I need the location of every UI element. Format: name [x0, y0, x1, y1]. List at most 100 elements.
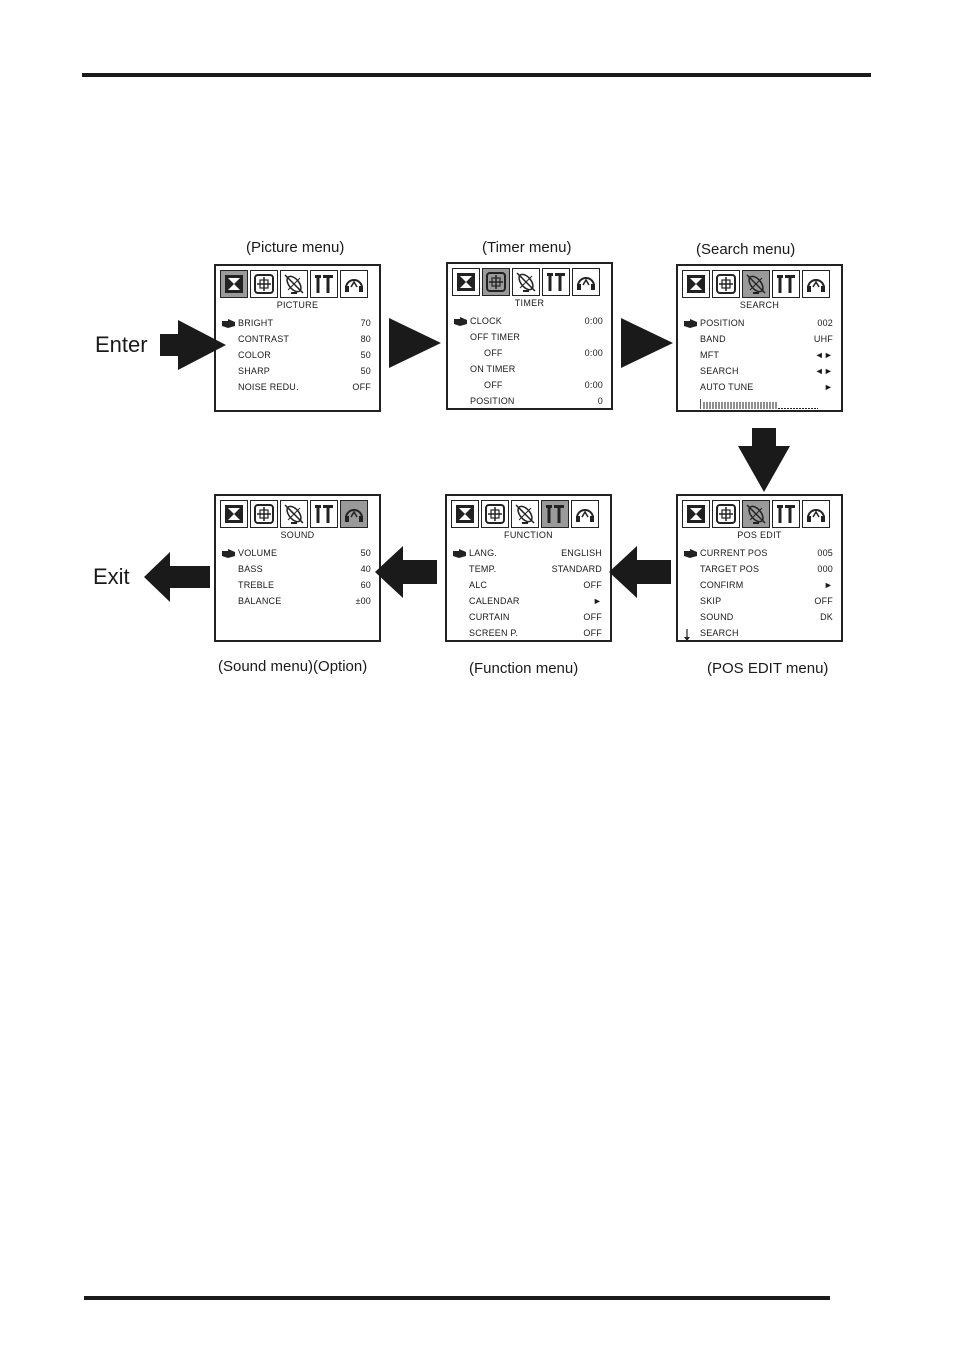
menu-row-label: OFF TIMER — [470, 332, 521, 342]
menu-row-screen-p[interactable]: SCREEN P. OFF — [453, 628, 602, 640]
menu-row-confirm[interactable]: CONFIRM► — [684, 580, 833, 592]
menu-row-value: 50 — [360, 350, 371, 360]
tab-antenna[interactable] — [742, 500, 770, 528]
tab-picture[interactable] — [452, 268, 480, 296]
tab-antenna[interactable] — [512, 268, 540, 296]
function-icon — [777, 505, 795, 523]
tab-antenna[interactable] — [511, 500, 539, 528]
tab-picture[interactable] — [220, 500, 248, 528]
tab-sound[interactable] — [571, 500, 599, 528]
menu-row-noise-redu[interactable]: NOISE REDU.OFF — [222, 382, 371, 394]
menu-row-label: SCREEN P. — [469, 628, 519, 638]
tab-function[interactable] — [542, 268, 570, 296]
tab-sound[interactable] — [802, 270, 830, 298]
menu-row-label: BALANCE — [238, 596, 282, 606]
menu-row-value: ◄► — [814, 366, 833, 376]
function-icon — [777, 275, 795, 293]
tab-sound[interactable] — [802, 500, 830, 528]
tab-function[interactable] — [541, 500, 569, 528]
tab-picture[interactable] — [682, 500, 710, 528]
tab-sound[interactable] — [572, 268, 600, 296]
menu-row-value: ► — [823, 382, 833, 392]
menu-row-label: TARGET POS — [700, 564, 760, 574]
menu-row-calendar[interactable]: CALENDAR► — [453, 596, 602, 608]
sound-icon — [807, 509, 825, 522]
tab-timer[interactable] — [712, 270, 740, 298]
menu-row-mft[interactable]: MFT◄► — [684, 350, 833, 362]
tab-timer[interactable] — [250, 500, 278, 528]
tab-function[interactable] — [310, 270, 338, 298]
tab-timer[interactable] — [481, 500, 509, 528]
menu-row-search[interactable]: SEARCH — [684, 628, 833, 641]
menu-row-label: ALC — [469, 580, 488, 590]
menu-row-value: UHF — [813, 334, 833, 344]
menu-row-value: OFF — [583, 612, 602, 622]
menu-title: POS EDIT — [737, 530, 782, 540]
enter-label: Enter — [95, 332, 148, 357]
menu-row-label: COLOR — [238, 350, 272, 360]
timer-icon — [254, 274, 274, 294]
tab-function[interactable] — [310, 500, 338, 528]
tab-timer[interactable] — [712, 500, 740, 528]
caption-function-menu: (Function menu) — [469, 660, 579, 677]
menu-row-value: 50 — [360, 366, 371, 376]
tab-function[interactable] — [772, 500, 800, 528]
menu-row-value: OFF — [583, 628, 602, 638]
menu-row-label: NOISE REDU. — [238, 382, 299, 392]
menu-row-lang[interactable]: LANG.ENGLISH — [453, 548, 602, 560]
timer-icon — [716, 274, 736, 294]
tab-picture[interactable] — [451, 500, 479, 528]
menu-row-search[interactable]: SEARCH◄► — [684, 366, 833, 378]
menu-row-on-timer[interactable]: ON TIMER — [454, 364, 603, 376]
sound-icon — [345, 279, 363, 292]
tab-antenna[interactable] — [742, 270, 770, 298]
menu-row-value: ► — [823, 580, 833, 590]
menu-row-label: AUTO TUNE — [700, 382, 754, 392]
menu-row-label: OFF — [484, 348, 503, 358]
tab-picture[interactable] — [682, 270, 710, 298]
tab-picture[interactable] — [220, 270, 248, 298]
tab-timer[interactable] — [250, 270, 278, 298]
antenna-icon — [284, 274, 304, 294]
tab-antenna[interactable] — [280, 500, 308, 528]
menu-row-label: SKIP — [700, 596, 722, 606]
function-to-sound-arrow-icon — [375, 546, 437, 598]
tab-sound[interactable] — [340, 270, 368, 298]
menu-row-balance[interactable]: BALANCE±00 — [222, 596, 371, 608]
menu-row-label: CLOCK — [470, 316, 503, 326]
menu-row-auto-tune[interactable]: AUTO TUNE ► — [684, 382, 833, 394]
menu-row-label: CALENDAR — [469, 596, 520, 606]
tab-function[interactable] — [772, 270, 800, 298]
tab-antenna[interactable] — [280, 270, 308, 298]
tab-sound[interactable] — [340, 500, 368, 528]
menu-row-color[interactable]: COLOR 50 — [222, 350, 371, 362]
tab-timer[interactable] — [482, 268, 510, 296]
menu-row-off-timer[interactable]: OFF TIMER — [454, 332, 603, 344]
picture-icon — [457, 273, 475, 291]
down-arrow-icon — [684, 629, 698, 641]
menu-title: PICTURE — [276, 300, 319, 310]
menu-row-temp[interactable]: TEMP.STANDARD — [453, 564, 602, 576]
picture-icon — [225, 505, 243, 523]
menu-row-label: BRIGHT — [238, 318, 274, 328]
